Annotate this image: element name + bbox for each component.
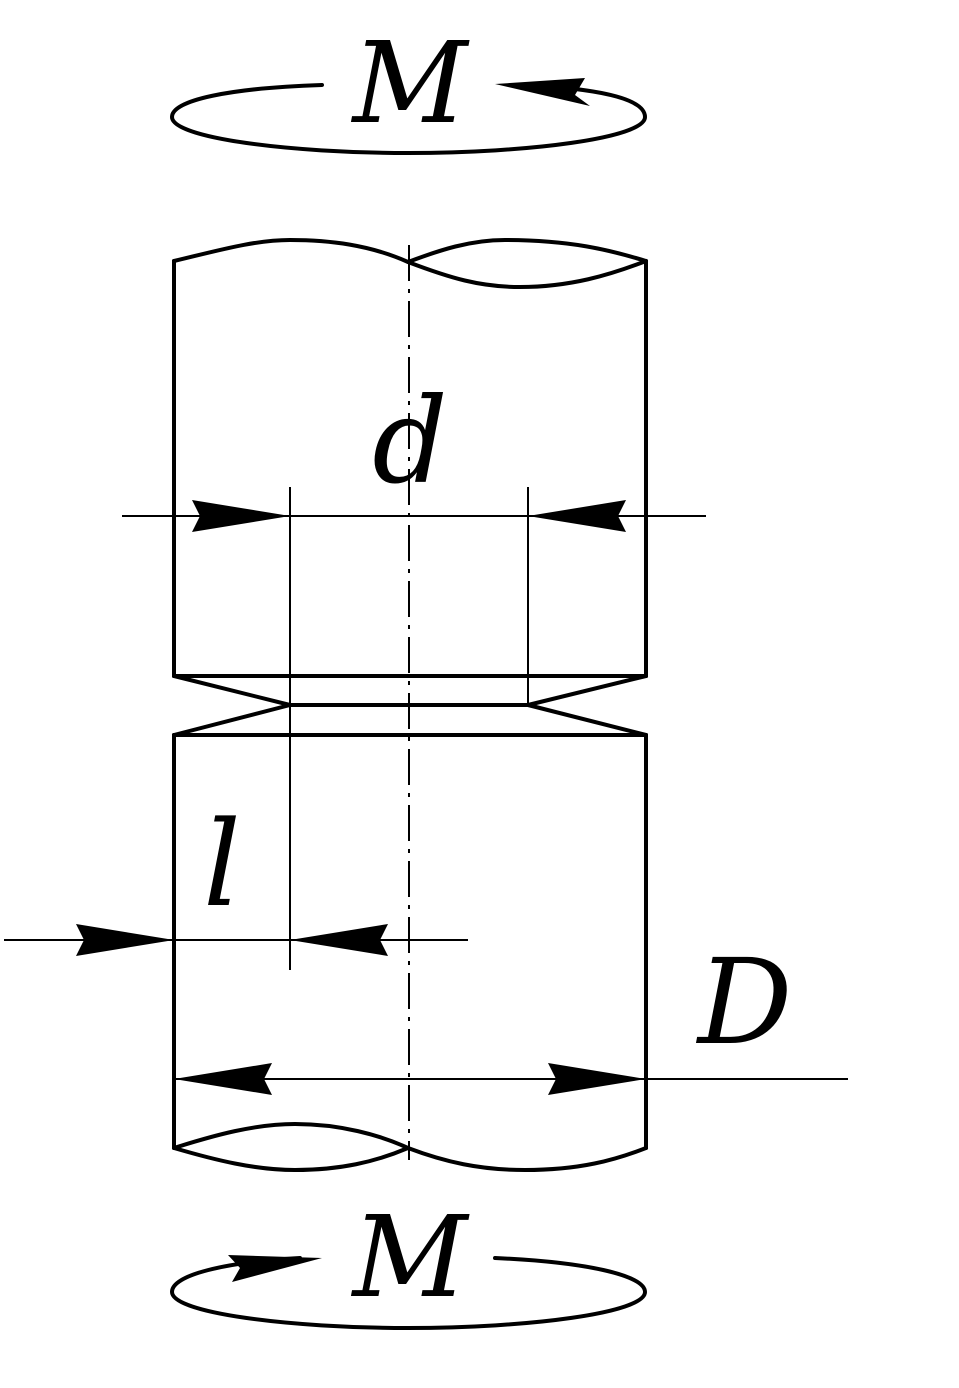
shaft-upper [172, 238, 648, 678]
dimension-l-arrow-left [76, 924, 174, 956]
dimension-D: D [174, 933, 848, 1095]
dimension-l-arrow-right [290, 924, 388, 956]
moment-bottom-label: M [351, 1193, 470, 1323]
dimension-d: d [122, 372, 706, 705]
dimension-l-label: l [203, 795, 241, 933]
moment-top-label: M [351, 19, 470, 149]
moment-bottom-arrowhead [228, 1255, 322, 1282]
dimension-D-label: D [696, 933, 793, 1071]
moment-bottom: M [170, 1193, 647, 1330]
dimension-d-arrow-right [528, 500, 626, 532]
shaft-upper-break-inner [406, 259, 648, 289]
shaft-lower-break-inner [172, 1122, 410, 1150]
dimension-l: l [4, 705, 468, 970]
notch-lower-chamfer-right [526, 703, 648, 737]
moment-top-ellipse [170, 83, 647, 155]
dimension-d-label: d [372, 372, 448, 510]
moment-top-arrowhead [495, 78, 590, 106]
moment-top: M [170, 19, 647, 155]
dimension-D-arrow-right [548, 1063, 646, 1095]
dimension-d-arrow-left [192, 500, 290, 532]
notch-lower-chamfer [172, 703, 292, 737]
dimension-D-arrow-left [174, 1063, 272, 1095]
moment-bottom-ellipse [170, 1256, 647, 1330]
